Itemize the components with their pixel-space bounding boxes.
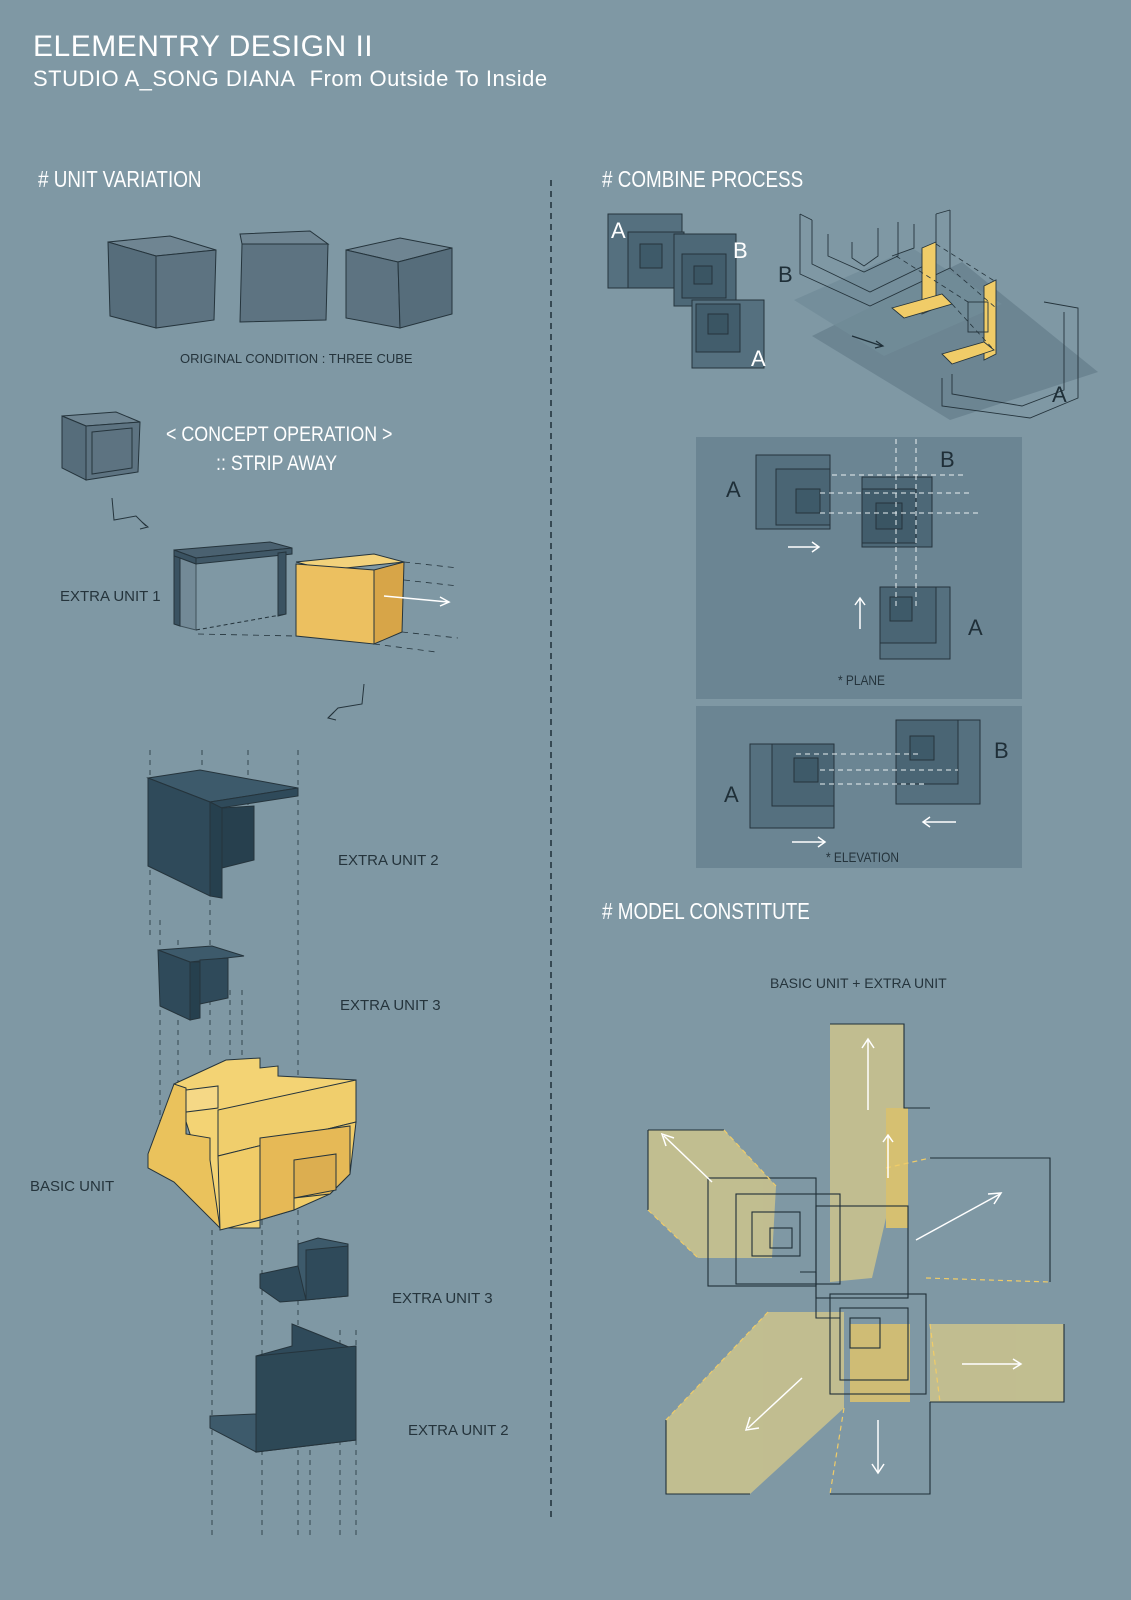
letter-a-1: A xyxy=(611,218,626,243)
letter-b-1: B xyxy=(733,238,748,263)
theme-text: From Outside To Inside xyxy=(309,66,548,91)
concept-strip-away: :: STRIP AWAY xyxy=(216,452,338,475)
concept-cube-diagram xyxy=(61,411,150,530)
cube-2 xyxy=(239,230,330,323)
poster-subtitle: STUDIO A_SONG DIANA From Outside To Insid… xyxy=(33,66,548,92)
extra-unit-1-diagram xyxy=(173,541,459,653)
cube-1 xyxy=(107,235,217,329)
curved-arrow-down xyxy=(327,683,365,721)
label-basic-unit: BASIC UNIT xyxy=(30,1178,115,1195)
letter-a-2: A xyxy=(751,346,766,371)
plane-letter-b: B xyxy=(940,447,955,472)
plane-letter-a-right: A xyxy=(968,615,983,640)
elevation-letter-a: A xyxy=(724,782,739,807)
column-divider xyxy=(550,180,552,1520)
original-condition-caption: ORIGINAL CONDITION : THREE CUBE xyxy=(180,351,413,366)
exploded-unit-diagram xyxy=(146,750,357,1540)
model-constitute-diagram xyxy=(647,1023,1065,1495)
elevation-label: * ELEVATION xyxy=(826,849,899,865)
model-constitute-heading: # MODEL CONSTITUTE xyxy=(602,898,810,924)
three-cubes-diagram xyxy=(107,230,453,329)
label-extra-unit-2-bottom: EXTRA UNIT 2 xyxy=(408,1422,509,1439)
plane-panel xyxy=(696,437,1022,699)
letter-b-2: B xyxy=(778,262,793,287)
elevation-diagram xyxy=(749,719,981,848)
label-extra-unit-1: EXTRA UNIT 1 xyxy=(60,588,161,605)
letter-a-3: A xyxy=(1052,382,1067,407)
cube-3 xyxy=(345,237,453,329)
plane-diagram xyxy=(755,439,980,660)
plane-label: * PLANE xyxy=(838,672,885,688)
label-extra-unit-2-top: EXTRA UNIT 2 xyxy=(338,852,439,869)
plane-letter-a-left: A xyxy=(726,477,741,502)
combine-axon-diagram xyxy=(794,209,1098,420)
concept-operation-title: < CONCEPT OPERATION > xyxy=(166,423,393,446)
combine-plan-squares xyxy=(607,213,765,369)
elevation-letter-b: B xyxy=(994,738,1009,763)
label-extra-unit-3-bottom: EXTRA UNIT 3 xyxy=(392,1290,493,1307)
unit-variation-heading: # UNIT VARIATION xyxy=(38,166,202,192)
combine-process-heading: # COMBINE PROCESS xyxy=(602,166,804,192)
studio-name: STUDIO A_SONG DIANA xyxy=(33,66,296,91)
model-caption: BASIC UNIT + EXTRA UNIT xyxy=(770,975,947,991)
poster-title: ELEMENTRY DESIGN II xyxy=(33,30,374,63)
label-extra-unit-3-top: EXTRA UNIT 3 xyxy=(340,997,441,1014)
